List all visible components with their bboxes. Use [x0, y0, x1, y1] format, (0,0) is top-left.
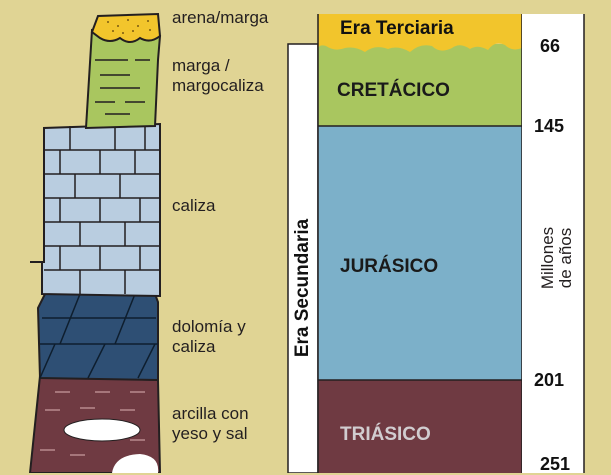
era-secundaria-bar [287, 43, 319, 473]
dolomite-pattern [39, 293, 158, 379]
clay-dash-pattern [40, 391, 145, 456]
label-marga: marga / margocaliza [172, 56, 264, 95]
gypsum-nodule [63, 418, 141, 442]
limestone-layer [30, 122, 161, 298]
period-triasico: TRIÁSICO [340, 424, 431, 445]
era-secundaria-label: Era Secundaria [292, 218, 313, 358]
age-251: 251 [540, 454, 571, 474]
age-201: 201 [534, 370, 565, 390]
age-145: 145 [534, 116, 565, 136]
cretacico-block [318, 44, 522, 126]
age-axis-band [522, 14, 584, 473]
axis-label-millones-de-anos: Millones de años [538, 226, 575, 290]
marl-dash-pattern [95, 59, 150, 115]
marl-layer [84, 28, 162, 130]
sand-layer [90, 12, 162, 43]
label-dolomia: dolomía y caliza [172, 317, 246, 356]
dolomite-layer [36, 293, 159, 382]
limestone-brick-pattern [44, 126, 160, 294]
label-arena-marga: arena/marga [172, 8, 269, 27]
era-terciaria-label: Era Terciaria [340, 18, 454, 39]
label-arcilla: arcilla con yeso y sal [172, 404, 249, 443]
period-cretacico: CRETÁCICO [337, 80, 450, 101]
era-terciaria-band [318, 14, 522, 52]
jurasico-block [318, 126, 522, 380]
period-jurasico: JURÁSICO [340, 256, 439, 277]
salt-nodule [112, 454, 159, 473]
triasico-block [318, 380, 522, 473]
age-66: 66 [540, 36, 561, 56]
label-caliza: caliza [172, 196, 216, 215]
sand-dot-pattern [107, 19, 151, 34]
